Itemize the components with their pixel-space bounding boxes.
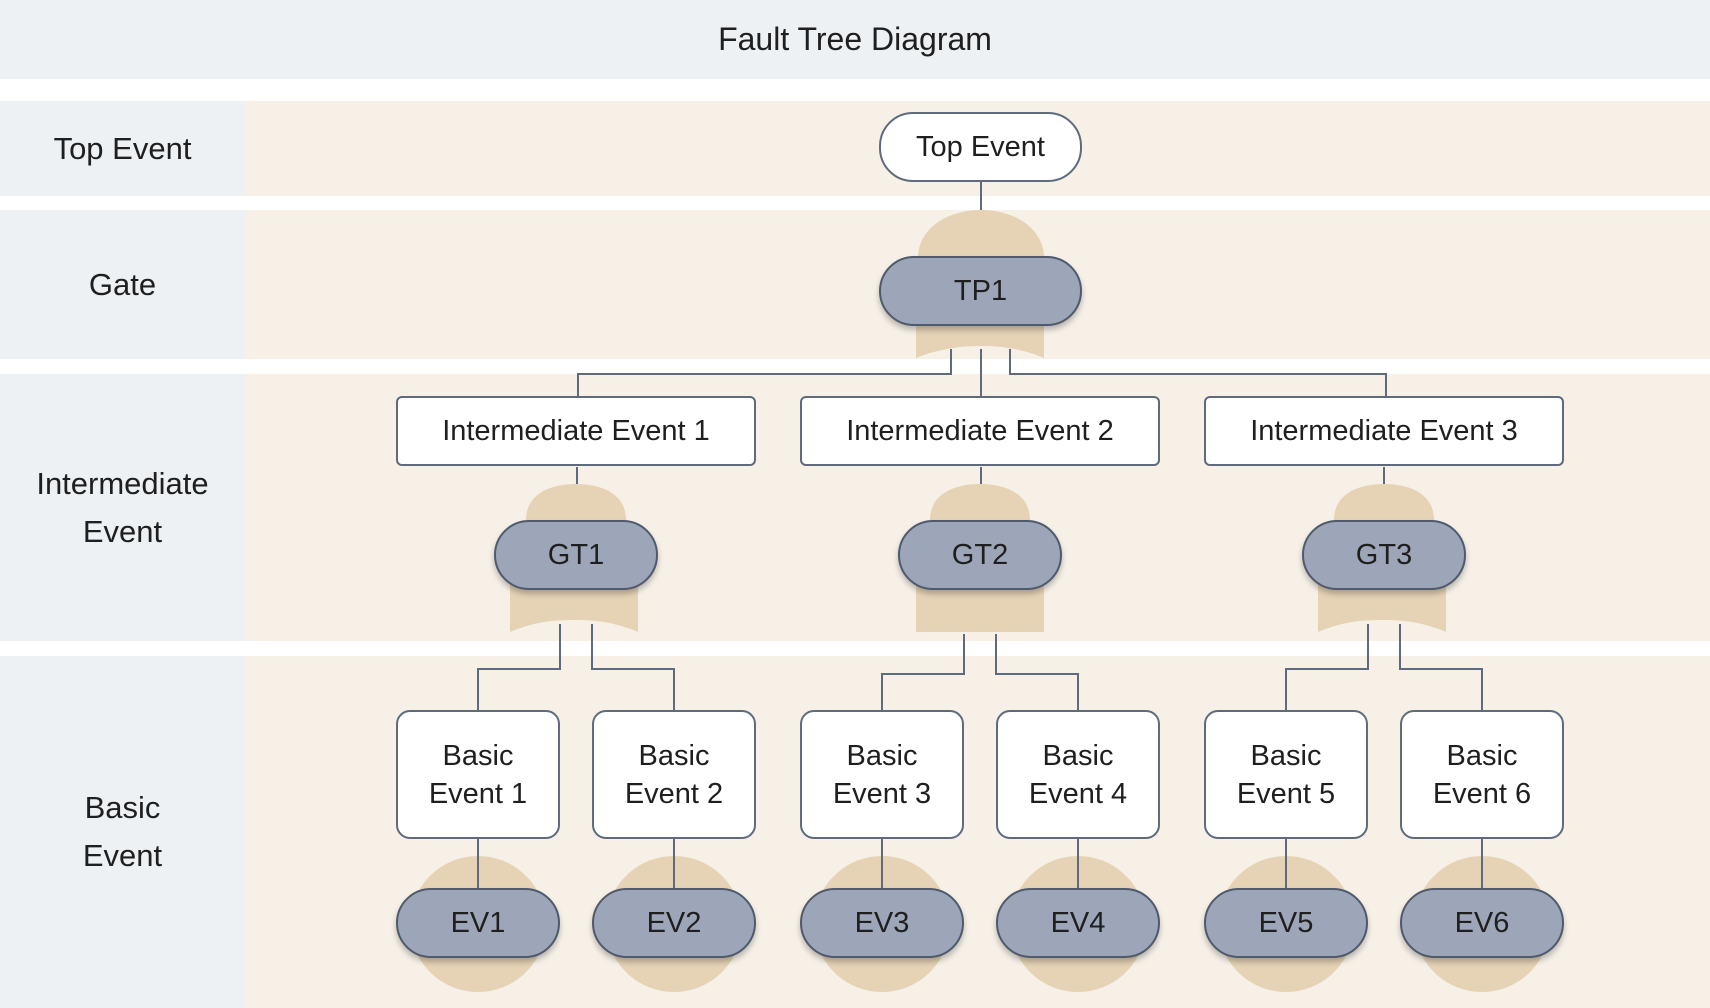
gt2-gate-node[interactable]: GT2: [898, 520, 1062, 590]
intermediate-event-3[interactable]: Intermediate Event 3: [1204, 396, 1564, 466]
ev6-node[interactable]: EV6: [1400, 888, 1564, 958]
lane-label-top-event: Top Event: [0, 101, 245, 196]
basic-event-5[interactable]: Basic Event 5: [1204, 710, 1368, 839]
intermediate-event-2[interactable]: Intermediate Event 2: [800, 396, 1160, 466]
basic-event-6[interactable]: Basic Event 6: [1400, 710, 1564, 839]
basic-event-1[interactable]: Basic Event 1: [396, 710, 560, 839]
basic-event-3[interactable]: Basic Event 3: [800, 710, 964, 839]
gt3-gate-node[interactable]: GT3: [1302, 520, 1466, 590]
basic-event-2[interactable]: Basic Event 2: [592, 710, 756, 839]
tp1-gate-node[interactable]: TP1: [879, 256, 1082, 326]
gt2-gate-symbol: [930, 484, 1030, 520]
gate-symbols: [410, 210, 1550, 992]
gt1-gate-symbol: [526, 484, 626, 520]
ev1-node[interactable]: EV1: [396, 888, 560, 958]
ev3-node[interactable]: EV3: [800, 888, 964, 958]
connector-lines: [477, 181, 1483, 888]
lane-label-basic-event: Basic Event: [0, 656, 245, 1008]
top-event-node[interactable]: Top Event: [879, 112, 1082, 182]
lane-label-intermediate-event: Intermediate Event: [0, 374, 245, 641]
ev5-node[interactable]: EV5: [1204, 888, 1368, 958]
gt3-gate-symbol: [1334, 484, 1434, 520]
intermediate-event-1[interactable]: Intermediate Event 1: [396, 396, 756, 466]
ev4-node[interactable]: EV4: [996, 888, 1160, 958]
diagram-title: Fault Tree Diagram: [0, 0, 1710, 79]
gt1-gate-node[interactable]: GT1: [494, 520, 658, 590]
gt1-gate-base: [510, 580, 638, 632]
tp1-gate-base: [916, 318, 1044, 358]
lane-label-gate: Gate: [0, 210, 245, 359]
tp1-gate-symbol: [918, 210, 1044, 258]
ev2-node[interactable]: EV2: [592, 888, 756, 958]
basic-event-4[interactable]: Basic Event 4: [996, 710, 1160, 839]
gt3-gate-base: [1318, 580, 1446, 632]
